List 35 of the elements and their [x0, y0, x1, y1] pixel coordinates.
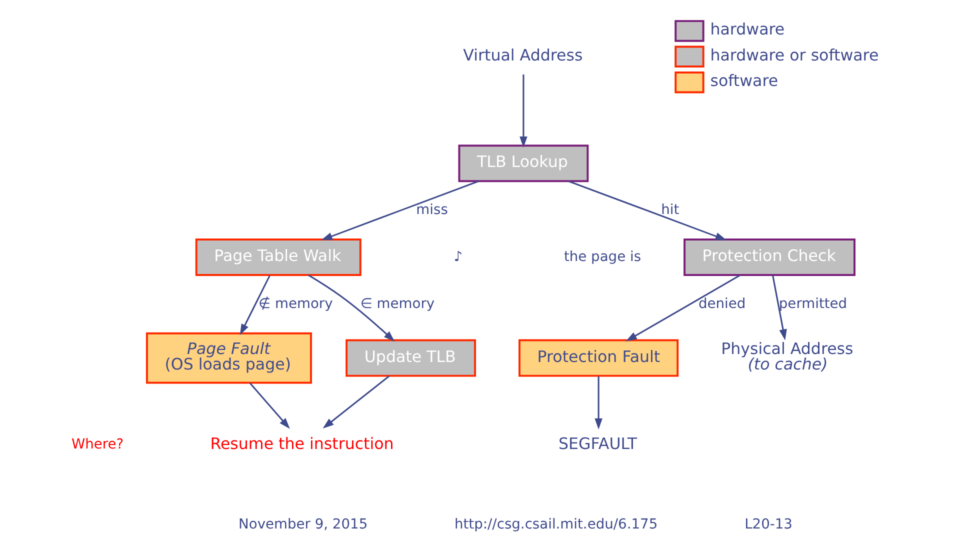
arrow — [248, 382, 290, 429]
node-text: SEGFAULT — [558, 434, 637, 453]
label: Where? — [70, 436, 124, 453]
arrow — [772, 275, 786, 340]
arrow — [239, 275, 270, 336]
arrow — [320, 180, 478, 240]
arrow — [594, 376, 602, 430]
node-box: Page Table Walk — [194, 238, 361, 276]
legend-label: hardware or software — [710, 45, 878, 64]
label: ♪ — [453, 248, 462, 265]
edge-label: ∈ memory — [360, 296, 434, 312]
node-box: Protection Fault — [518, 339, 678, 377]
edge-label: permitted — [778, 296, 847, 312]
label: http://csg.csail.mit.edu/6.175 — [454, 516, 658, 533]
edge-label: ∉ memory — [258, 296, 332, 312]
edge-label: hit — [660, 202, 679, 218]
arrow — [307, 274, 394, 342]
legend-label: software — [710, 71, 778, 90]
legend-label: hardware — [710, 20, 784, 39]
node-text: Physical Address (to cache) — [720, 338, 853, 374]
node-box: Protection Check — [683, 238, 855, 276]
node-box: Page Fault (OS loads page) — [145, 332, 312, 384]
edge-label: miss — [416, 202, 448, 218]
arrow — [568, 180, 726, 240]
node-box: TLB Lookup — [458, 144, 588, 182]
arrow — [519, 74, 527, 148]
arrow — [625, 274, 740, 342]
label: L20-13 — [744, 516, 792, 533]
arrow — [322, 375, 390, 429]
label: November 9, 2015 — [238, 516, 368, 533]
node-text: Resume the instruction — [210, 434, 394, 453]
label: the page is — [563, 248, 641, 265]
node-text: Virtual Address — [462, 45, 582, 64]
node-box: Update TLB — [345, 339, 476, 377]
edge-label: denied — [698, 296, 746, 312]
